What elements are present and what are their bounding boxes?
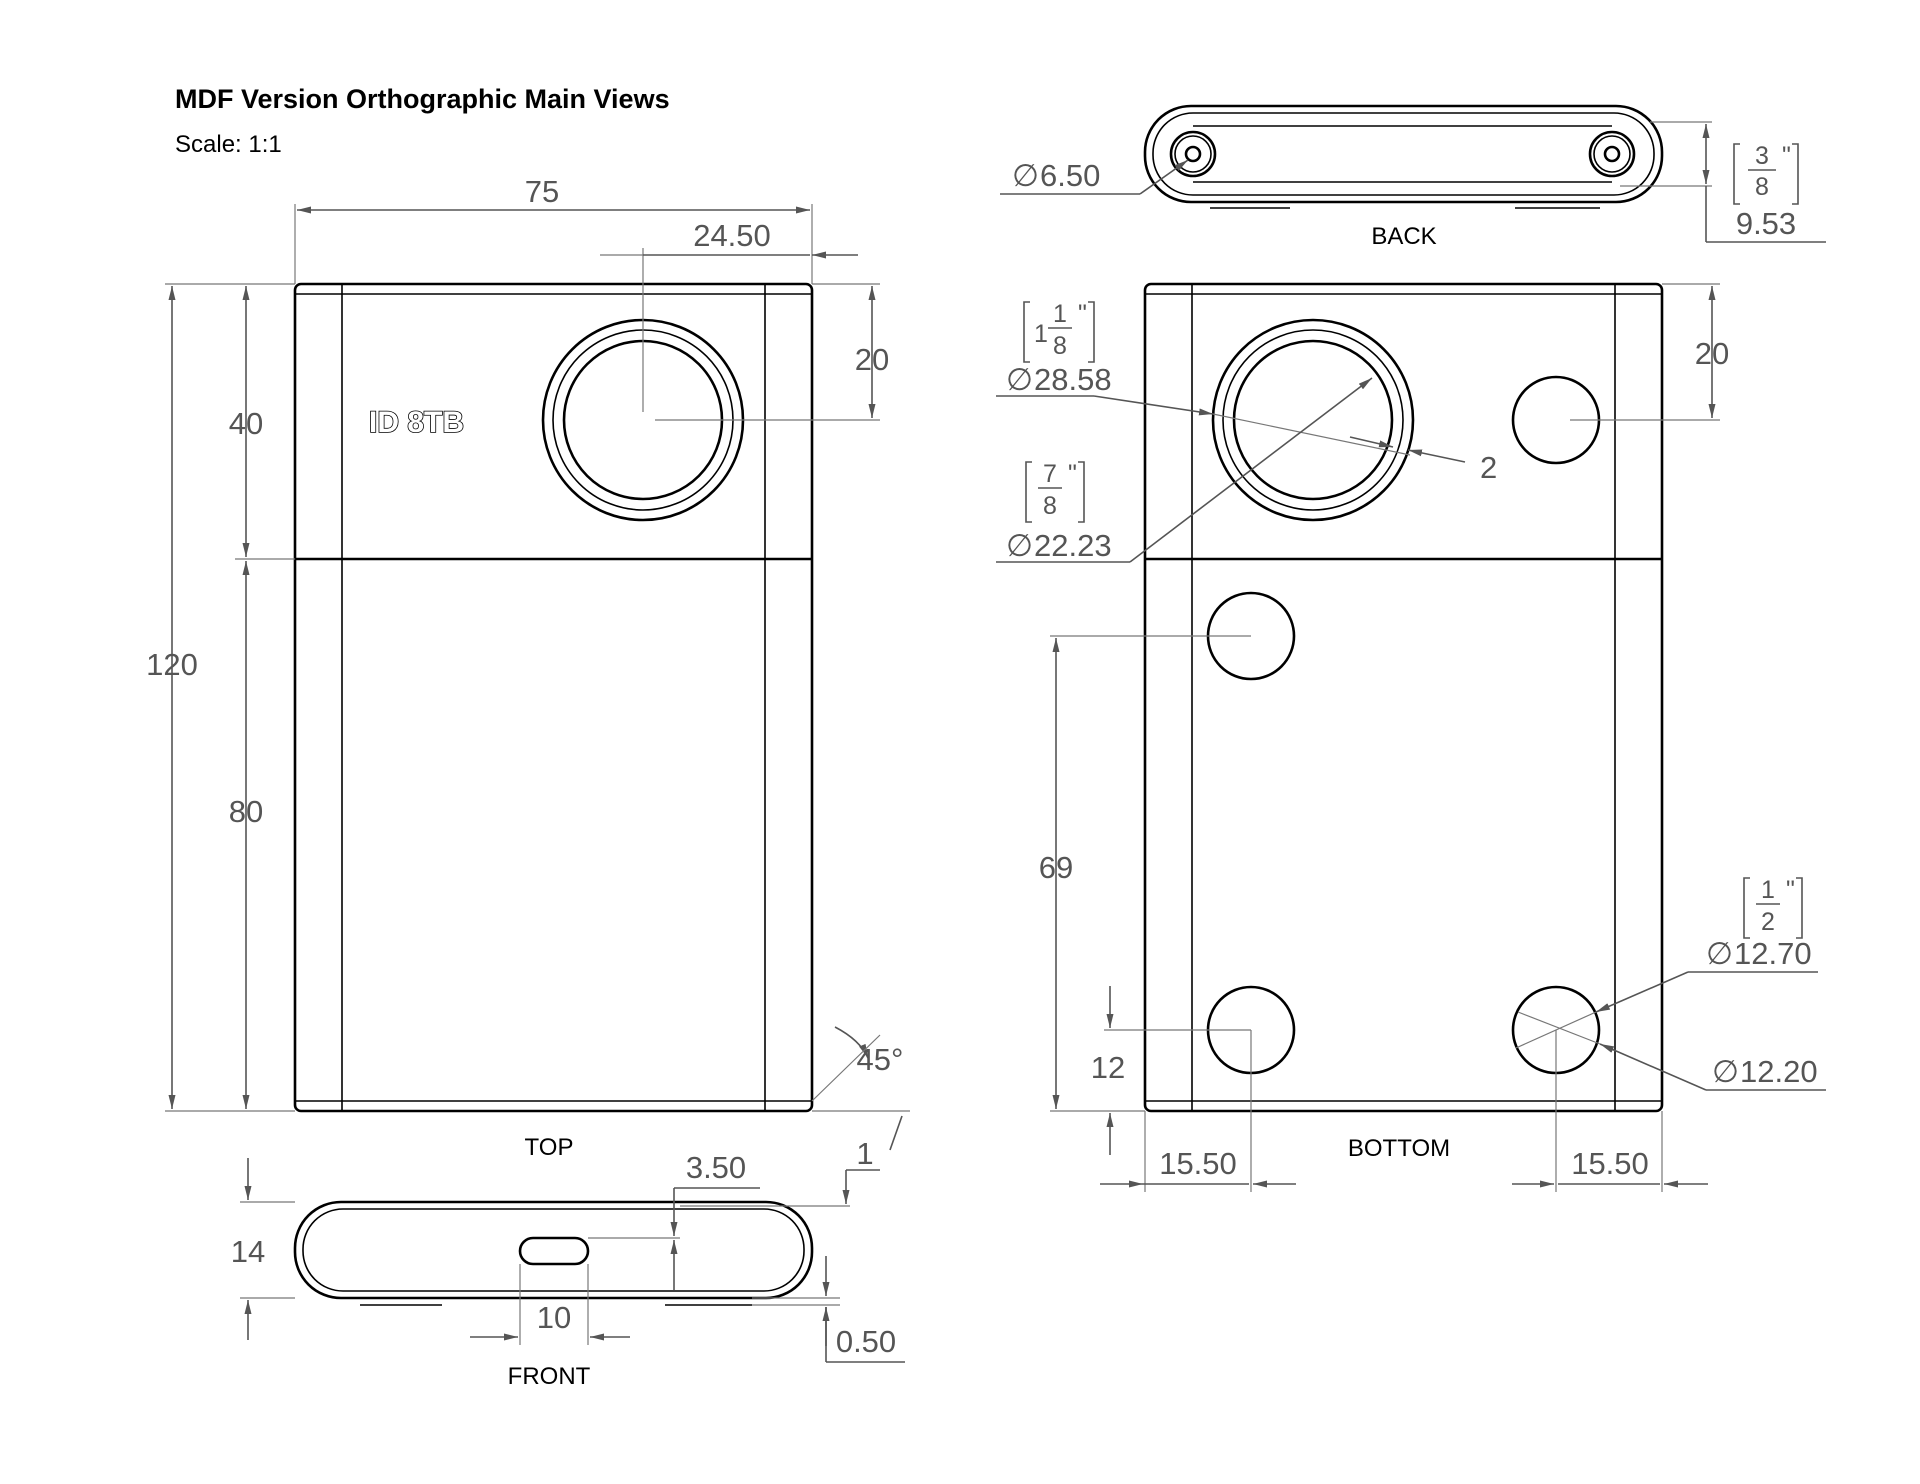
dim-height-120: 120 — [146, 647, 198, 682]
view-label-front: FRONT — [508, 1363, 591, 1390]
dim-foot-right-15-50: 15.50 — [1571, 1146, 1649, 1181]
dim-hole-offset-24-50: 24.50 — [693, 218, 771, 253]
front-view — [293, 1200, 814, 1306]
dim-inner-frac-num: 7 — [1043, 460, 1057, 488]
dim-hole-top-20: 20 — [855, 342, 889, 377]
dim-chamfer-angle: 45° — [857, 1042, 904, 1077]
view-label-bottom: BOTTOM — [1348, 1135, 1450, 1162]
front-view-outline — [293, 1200, 814, 1300]
dim-width-75: 75 — [525, 174, 559, 209]
dim-bottom-hole-top-20: 20 — [1695, 336, 1729, 371]
dim-recess-2: 2 — [1480, 450, 1497, 485]
dim-large-inch-mark: " — [1078, 300, 1087, 328]
dim-foot-inner-dia: 12.20 — [1740, 1054, 1818, 1089]
back-view-hole-left — [1169, 130, 1217, 178]
dim-foot-bottom-12: 12 — [1091, 1050, 1125, 1085]
bottom-view-large-hole-outer — [1211, 318, 1415, 522]
dim-large-dia-prefix: ∅ — [1006, 362, 1033, 397]
dim-inner-dia: 22.23 — [1034, 528, 1112, 563]
dim-foot-inch-mark: " — [1786, 876, 1795, 904]
view-label-top: TOP — [525, 1134, 574, 1161]
dim-foot-left-15-50: 15.50 — [1159, 1146, 1237, 1181]
dim-slot-width-10: 10 — [537, 1300, 571, 1335]
back-view-dimensions: ∅ 6.50 3 8 " 9.53 — [1000, 121, 1826, 243]
dim-inner-dia-prefix: ∅ — [1006, 528, 1033, 563]
dim-large-frac-num: 1 — [1053, 300, 1067, 328]
dim-back-hole-dia: 6.50 — [1040, 158, 1100, 193]
scale-label: Scale: 1:1 — [175, 131, 282, 158]
dim-slot-depth-3-50: 3.50 — [686, 1150, 746, 1185]
dim-thickness-14: 14 — [231, 1234, 265, 1269]
bottom-view-outline — [1143, 282, 1664, 1113]
engraved-label: ID 8TB — [369, 406, 464, 439]
dim-back-depth-mm: 9.53 — [1736, 206, 1796, 241]
dim-upper-40: 40 — [229, 406, 263, 441]
dim-foot-frac-den: 2 — [1761, 908, 1775, 936]
dim-large-dia: 28.58 — [1034, 362, 1112, 397]
dim-back-frac-num: 3 — [1755, 142, 1769, 170]
dim-foot-frac-num: 1 — [1761, 876, 1775, 904]
dim-foot-spacing-69: 69 — [1039, 850, 1073, 885]
bottom-view — [1143, 282, 1664, 1113]
dim-inner-frac-den: 8 — [1043, 492, 1057, 520]
dim-inner-inch-mark: " — [1068, 460, 1077, 488]
dim-large-frac-den: 8 — [1053, 332, 1067, 360]
back-view-outline — [1143, 104, 1664, 204]
dim-foot-dia-prefix: ∅ — [1706, 936, 1733, 971]
front-view-dimensions: 14 3.50 10 0.50 — [231, 1150, 905, 1363]
top-view: ID 8TB — [293, 282, 814, 1113]
drawing-title: MDF Version Orthographic Main Views — [175, 84, 670, 114]
back-view-hole-right — [1588, 130, 1636, 178]
dim-back-frac-den: 8 — [1755, 173, 1769, 201]
dim-lower-80: 80 — [229, 794, 263, 829]
bottom-view-large-hole-inner — [1232, 339, 1394, 501]
top-view-outline — [293, 282, 814, 1113]
top-view-dimensions: 75 24.50 20 40 80 120 45° 1 — [146, 174, 910, 1171]
back-view — [1143, 104, 1664, 209]
dim-foot-inner-dia-prefix: ∅ — [1712, 1054, 1739, 1089]
front-view-slot — [518, 1236, 590, 1266]
dim-back-inch-mark: " — [1782, 142, 1791, 170]
dim-foot-dia: 12.70 — [1734, 936, 1812, 971]
bottom-view-dimensions: 1 1 8 " ∅ 28.58 7 8 " ∅ 22.23 2 20 69 — [996, 283, 1826, 1192]
dim-chamfer-1: 1 — [856, 1136, 873, 1171]
dim-large-frac-whole: 1 — [1034, 320, 1048, 348]
dim-back-hole-prefix: ∅ — [1012, 158, 1039, 193]
dim-foot-0-50: 0.50 — [836, 1324, 896, 1359]
view-label-back: BACK — [1371, 223, 1436, 250]
